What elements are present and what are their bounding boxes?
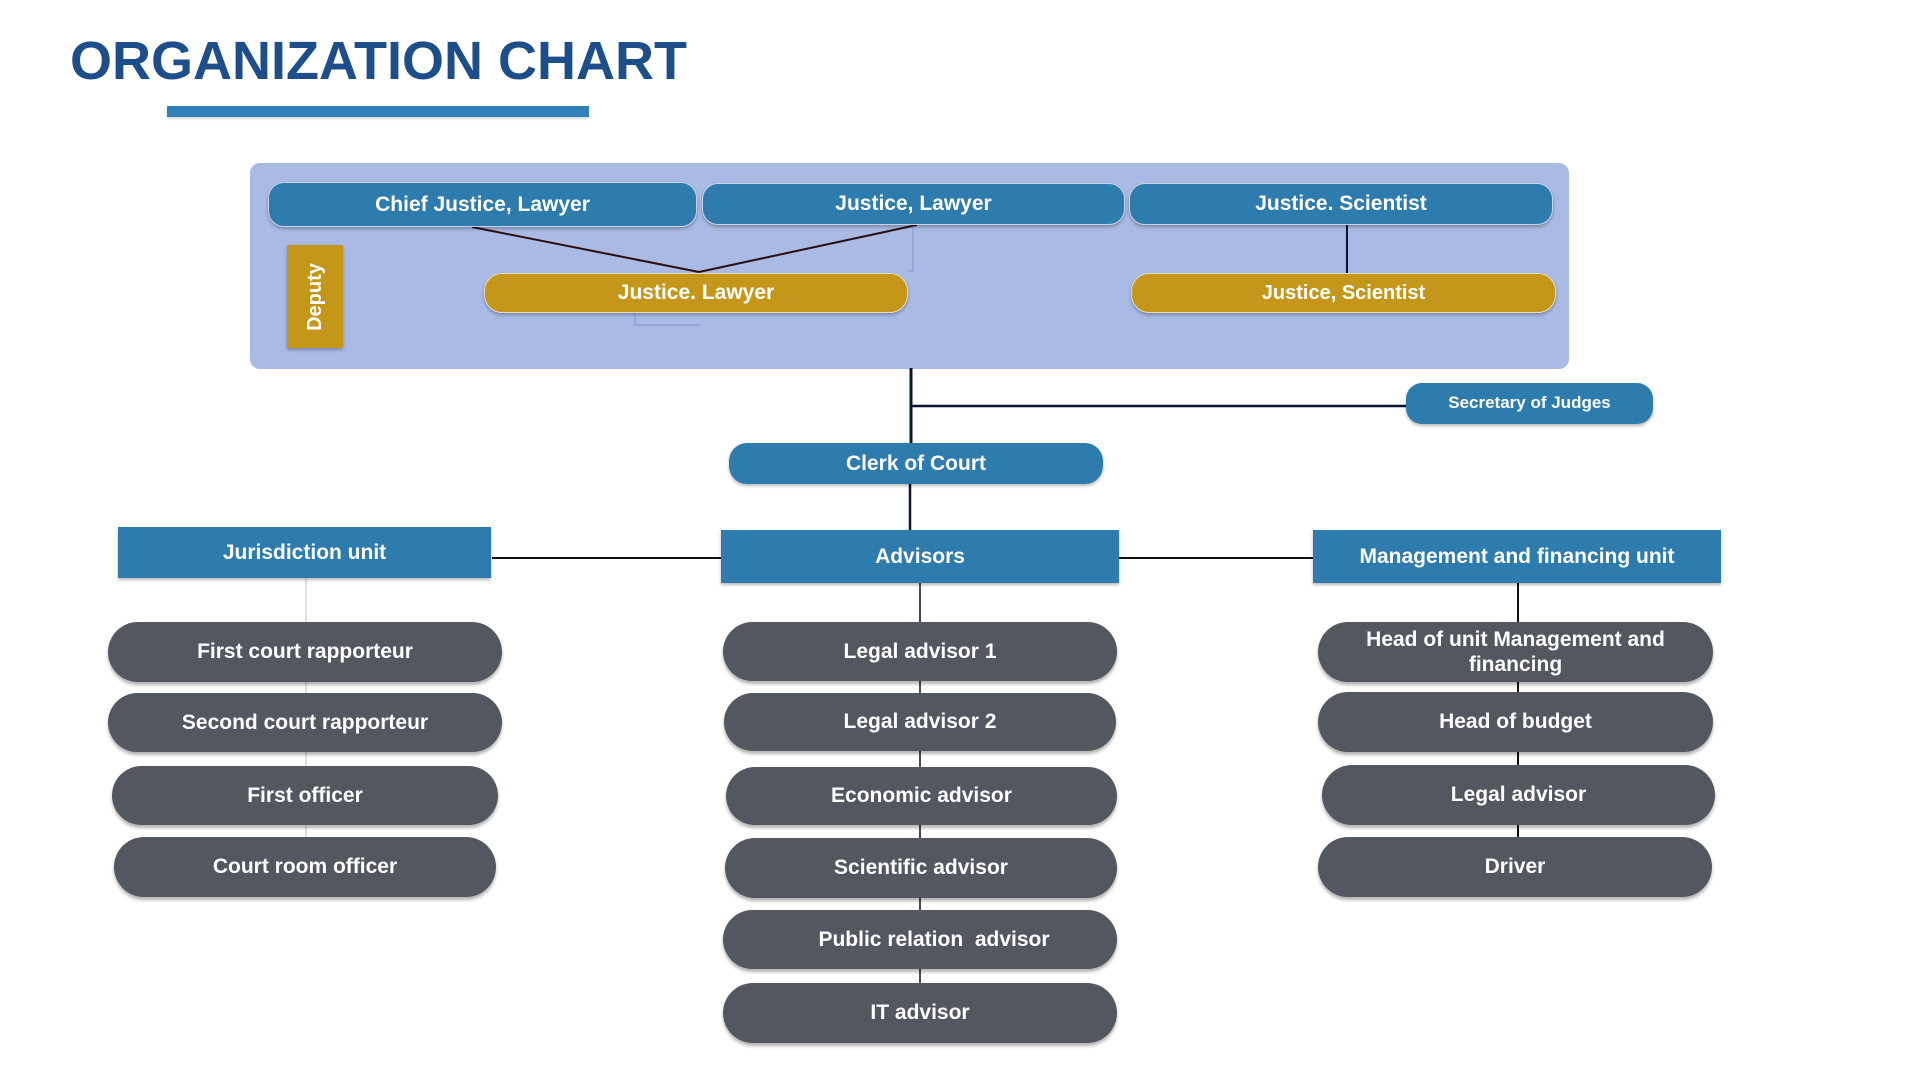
member-label: IT advisor <box>870 1001 970 1025</box>
member-label: Legal advisor 1 <box>843 639 997 663</box>
member-label: Economic advisor <box>831 784 1012 808</box>
deputy-justice-lawyer-box[interactable]: Justice. Lawyer <box>484 273 908 313</box>
deputy-tag: Deputy <box>287 245 343 348</box>
advisors-unit-label: Advisors <box>875 544 965 568</box>
member-label: Legal advisor 2 <box>843 710 997 734</box>
member-label: Court room officer <box>212 855 398 879</box>
page-title: ORGANIZATION CHART <box>70 31 687 91</box>
clerk-of-court-box[interactable]: Clerk of Court <box>729 443 1103 484</box>
chief-justice-label: Chief Justice, Lawyer <box>375 192 590 216</box>
member-label: Legal advisor <box>1450 783 1587 807</box>
clerk-label: Clerk of Court <box>845 451 986 475</box>
justice-scientist-label: Justice. Scientist <box>1255 192 1427 216</box>
deputy-justice-scientist-label: Justice, Scientist <box>1261 282 1426 304</box>
member-box[interactable]: Driver <box>1318 837 1712 897</box>
member-label: First officer <box>247 783 363 807</box>
member-label: Head of unit Management and financing <box>1366 627 1665 676</box>
connector-chief-to-deputy <box>471 226 700 273</box>
member-box[interactable]: First court rapporteur <box>108 622 502 682</box>
member-box[interactable]: IT advisor <box>723 983 1117 1043</box>
deputy-justice-scientist-box[interactable]: Justice, Scientist <box>1131 273 1556 313</box>
member-box[interactable]: Scientific advisor <box>725 838 1117 898</box>
member-box[interactable]: Court room officer <box>114 837 496 897</box>
management-unit-box[interactable]: Management and financing unit <box>1313 530 1721 583</box>
member-box[interactable]: Legal advisor 1 <box>723 622 1117 681</box>
justice-scientist-box[interactable]: Justice. Scientist <box>1129 183 1553 225</box>
connector-justice-lawyer-to-deputy <box>698 224 918 273</box>
advisors-unit-box[interactable]: Advisors <box>721 530 1119 583</box>
justice-lawyer-box[interactable]: Justice, Lawyer <box>702 183 1125 225</box>
member-box[interactable]: Economic advisor <box>726 767 1117 825</box>
title-underline <box>167 106 589 117</box>
justice-lawyer-label: Justice, Lawyer <box>835 192 992 216</box>
deputy-label: Deputy <box>304 262 327 331</box>
member-label: Scientific advisor <box>834 856 1008 880</box>
member-box[interactable]: Head of budget <box>1318 692 1713 752</box>
member-label: Head of budget <box>1439 710 1592 734</box>
member-box[interactable]: Legal advisor 2 <box>724 693 1116 751</box>
member-box[interactable]: Public relation advisor <box>723 910 1117 969</box>
member-label: Driver <box>1484 855 1546 879</box>
deputy-justice-lawyer-label: Justice. Lawyer <box>617 281 775 305</box>
member-box[interactable]: First officer <box>112 766 498 825</box>
member-label: Public relation advisor <box>818 927 1050 951</box>
jurisdiction-unit-box[interactable]: Jurisdiction unit <box>118 527 491 578</box>
faint-guide-line <box>908 226 914 272</box>
management-unit-label: Management and financing unit <box>1359 544 1675 568</box>
member-box[interactable]: Legal advisor <box>1322 765 1715 825</box>
member-label: Second court rapporteur <box>181 710 429 734</box>
member-label: First court rapporteur <box>197 640 413 664</box>
faint-guide-line <box>634 313 700 326</box>
member-box[interactable]: Head of unit Management and financing <box>1318 622 1713 682</box>
chief-justice-box[interactable]: Chief Justice, Lawyer <box>268 182 697 227</box>
secretary-of-judges-box[interactable]: Secretary of Judges <box>1406 383 1653 424</box>
secretary-label: Secretary of Judges <box>1448 393 1611 413</box>
member-box[interactable]: Second court rapporteur <box>108 693 502 752</box>
jurisdiction-unit-label: Jurisdiction unit <box>222 540 387 564</box>
